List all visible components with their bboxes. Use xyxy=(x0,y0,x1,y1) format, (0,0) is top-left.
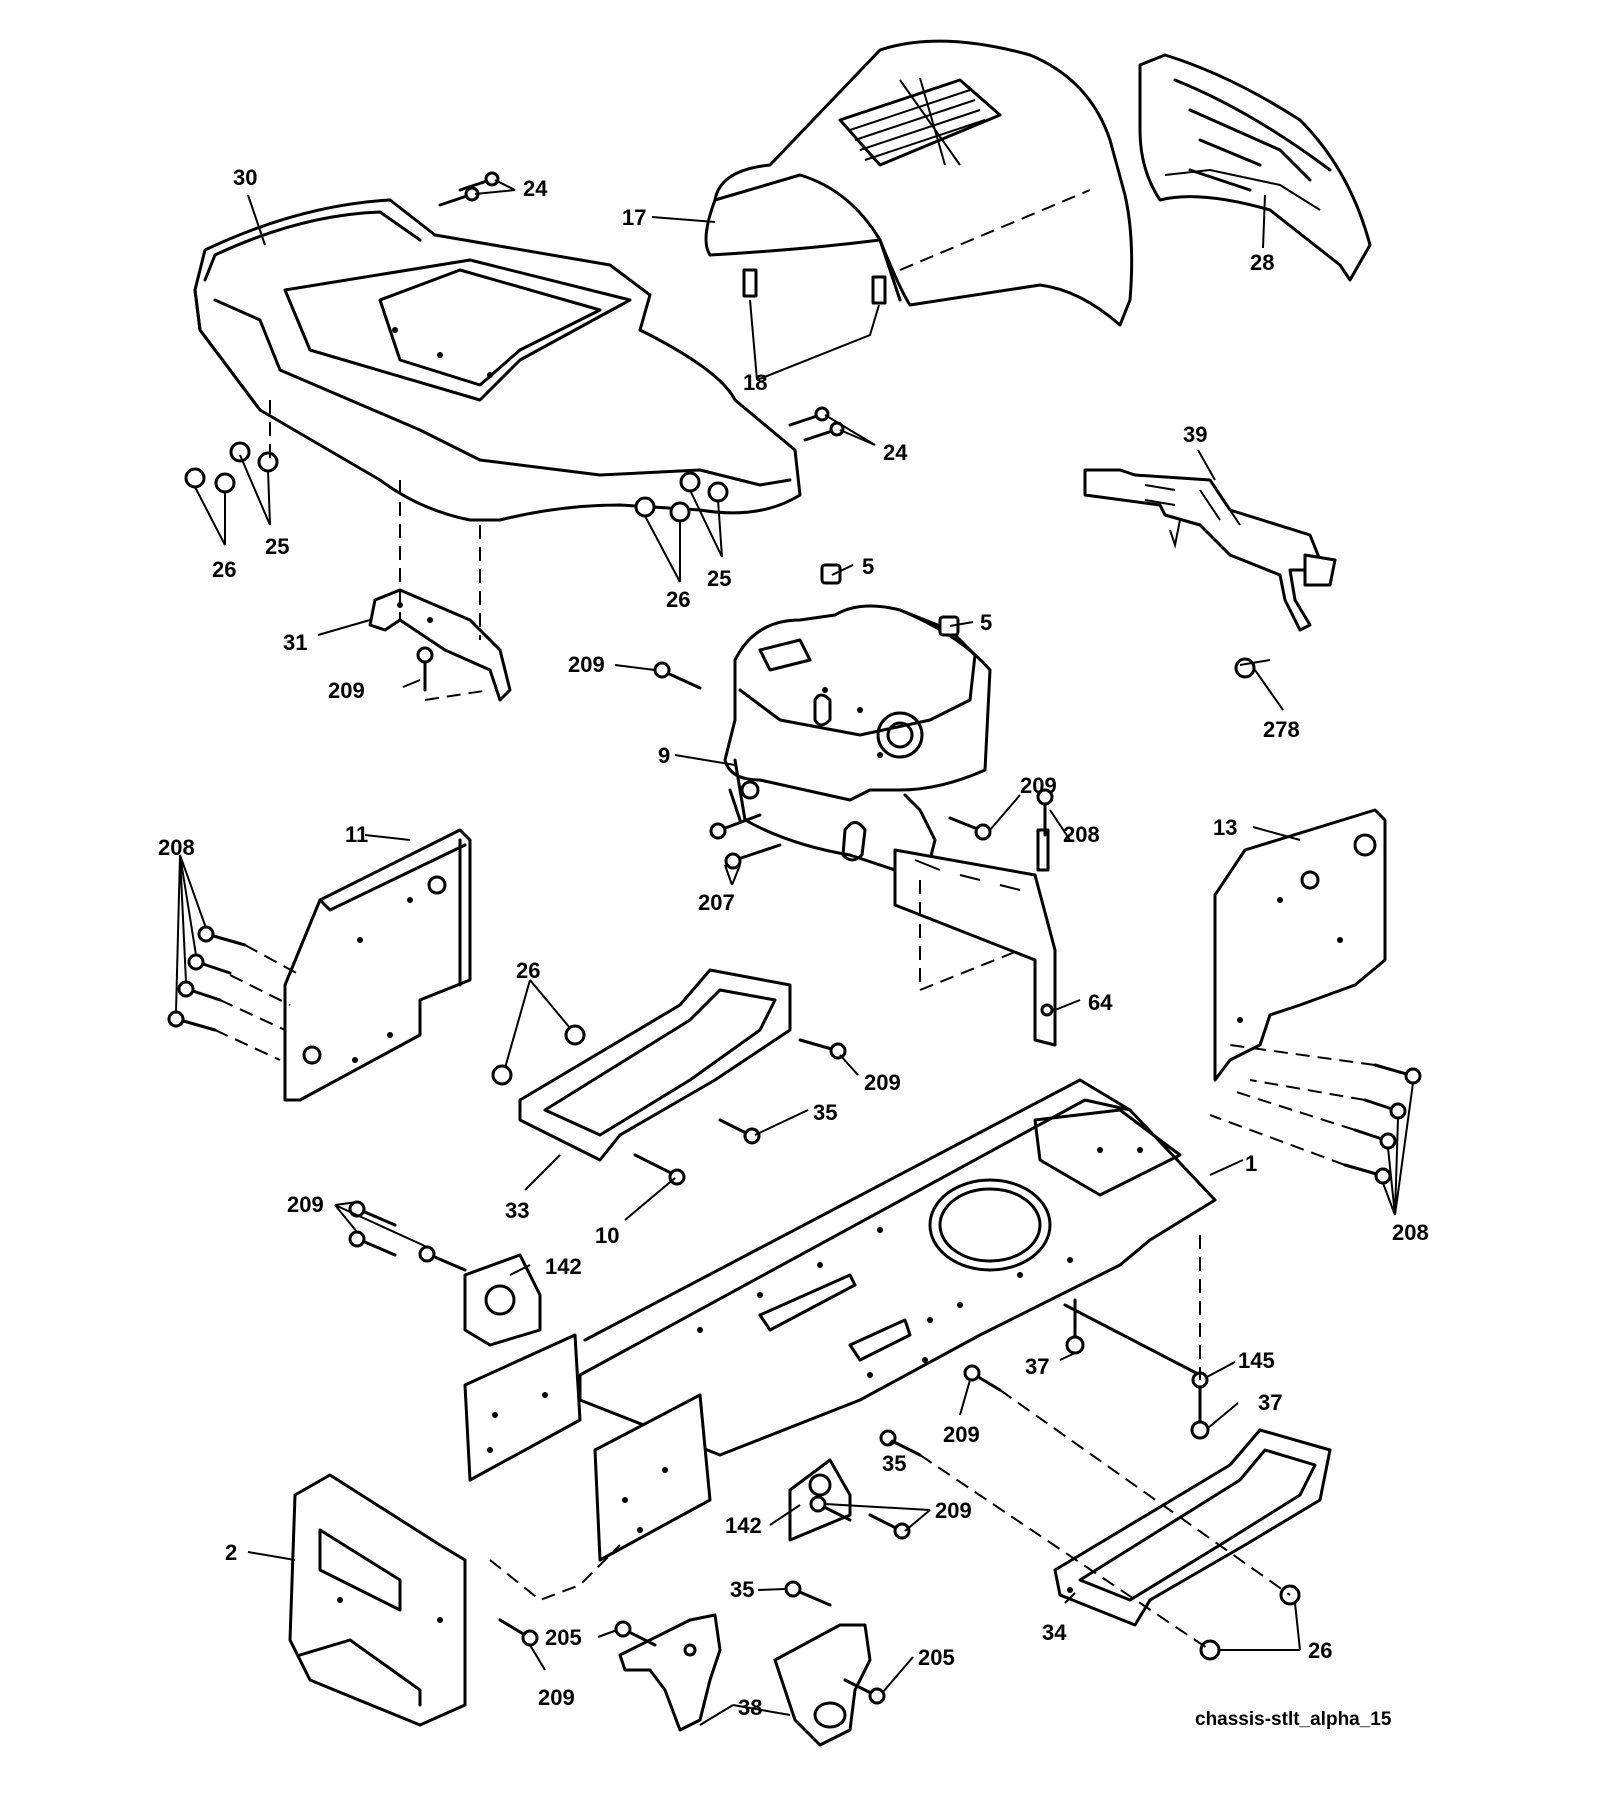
callout-9: 9 xyxy=(658,743,670,768)
part-38-bracket-right xyxy=(773,1623,872,1747)
callout-26: 26 xyxy=(516,958,540,983)
callout-35: 35 xyxy=(730,1577,754,1602)
callout-5: 5 xyxy=(862,554,874,579)
leader-lines xyxy=(175,179,1414,1726)
callout-37: 37 xyxy=(1258,1390,1282,1415)
callout-34: 34 xyxy=(1042,1620,1067,1645)
callout-13: 13 xyxy=(1213,815,1237,840)
callout-208: 208 xyxy=(158,835,195,860)
part-39-bracket xyxy=(1083,468,1337,632)
callout-35: 35 xyxy=(813,1100,837,1125)
callout-208: 208 xyxy=(1063,822,1100,847)
part-2-front-bracket xyxy=(288,1473,467,1727)
part-34-footrest xyxy=(1053,1428,1332,1627)
part-18-bumpers xyxy=(742,268,887,305)
callout-209: 209 xyxy=(568,652,605,677)
callout-2: 2 xyxy=(225,1540,237,1565)
part-11-left-panel xyxy=(283,828,472,1102)
callout-31: 31 xyxy=(283,630,307,655)
callout-142: 142 xyxy=(725,1513,762,1538)
part-13-right-panel xyxy=(1213,808,1387,1082)
callout-205: 205 xyxy=(545,1625,582,1650)
callout-1: 1 xyxy=(1245,1151,1257,1176)
callout-38: 38 xyxy=(738,1695,762,1720)
callout-30: 30 xyxy=(233,165,257,190)
callout-17: 17 xyxy=(622,205,646,230)
part-28-grille xyxy=(1138,53,1372,282)
diagram-caption: chassis-stlt_alpha_15 xyxy=(1195,1709,1392,1730)
part-38-bracket-left xyxy=(618,1613,722,1732)
callout-208: 208 xyxy=(1392,1220,1429,1245)
callout-26: 26 xyxy=(666,587,690,612)
callout-64: 64 xyxy=(1088,990,1113,1015)
part-9-dash-panel xyxy=(723,604,992,882)
callout-35: 35 xyxy=(882,1451,906,1476)
callout-209: 209 xyxy=(538,1685,575,1710)
callout-28: 28 xyxy=(1250,250,1274,275)
callout-37: 37 xyxy=(1025,1354,1049,1379)
callout-labels: 30 24 17 28 18 24 25 26 39 5 25 26 5 31 … xyxy=(158,165,1429,1720)
callout-209: 209 xyxy=(943,1422,980,1447)
callout-33: 33 xyxy=(505,1198,529,1223)
callout-209: 209 xyxy=(328,678,365,703)
callout-142: 142 xyxy=(545,1254,582,1279)
part-5-grommets xyxy=(820,563,960,637)
part-30-fender xyxy=(193,198,802,522)
part-33-footrest xyxy=(518,968,792,1162)
callout-278: 278 xyxy=(1263,717,1300,742)
part-278-knob xyxy=(1234,657,1271,679)
callout-209: 209 xyxy=(864,1070,901,1095)
callout-26: 26 xyxy=(212,557,236,582)
callout-18: 18 xyxy=(743,370,767,395)
part-142-bracket-upper xyxy=(463,1253,542,1347)
callout-209: 209 xyxy=(1020,773,1057,798)
callout-207: 207 xyxy=(698,890,735,915)
callout-209: 209 xyxy=(287,1192,324,1217)
callout-11: 11 xyxy=(345,822,368,847)
callout-26: 26 xyxy=(1308,1638,1332,1663)
callout-10: 10 xyxy=(595,1223,619,1248)
callout-24: 24 xyxy=(523,176,548,201)
hardware xyxy=(167,171,1422,1705)
callout-209: 209 xyxy=(935,1498,972,1523)
part-31-bracket xyxy=(368,588,512,702)
callout-24: 24 xyxy=(883,440,908,465)
part-1-frame xyxy=(578,1078,1217,1457)
callout-25: 25 xyxy=(265,534,289,559)
part-64-plate xyxy=(893,828,1057,1047)
callout-39: 39 xyxy=(1183,422,1207,447)
callout-5: 5 xyxy=(980,610,992,635)
frame-front-plate-left xyxy=(463,1333,582,1482)
callout-145: 145 xyxy=(1238,1348,1275,1373)
frame-front-plate-right xyxy=(593,1393,712,1562)
assembly-lines xyxy=(214,400,1376,1651)
callout-25: 25 xyxy=(707,566,731,591)
part-17-hood xyxy=(704,39,1134,327)
callout-205: 205 xyxy=(918,1645,955,1670)
